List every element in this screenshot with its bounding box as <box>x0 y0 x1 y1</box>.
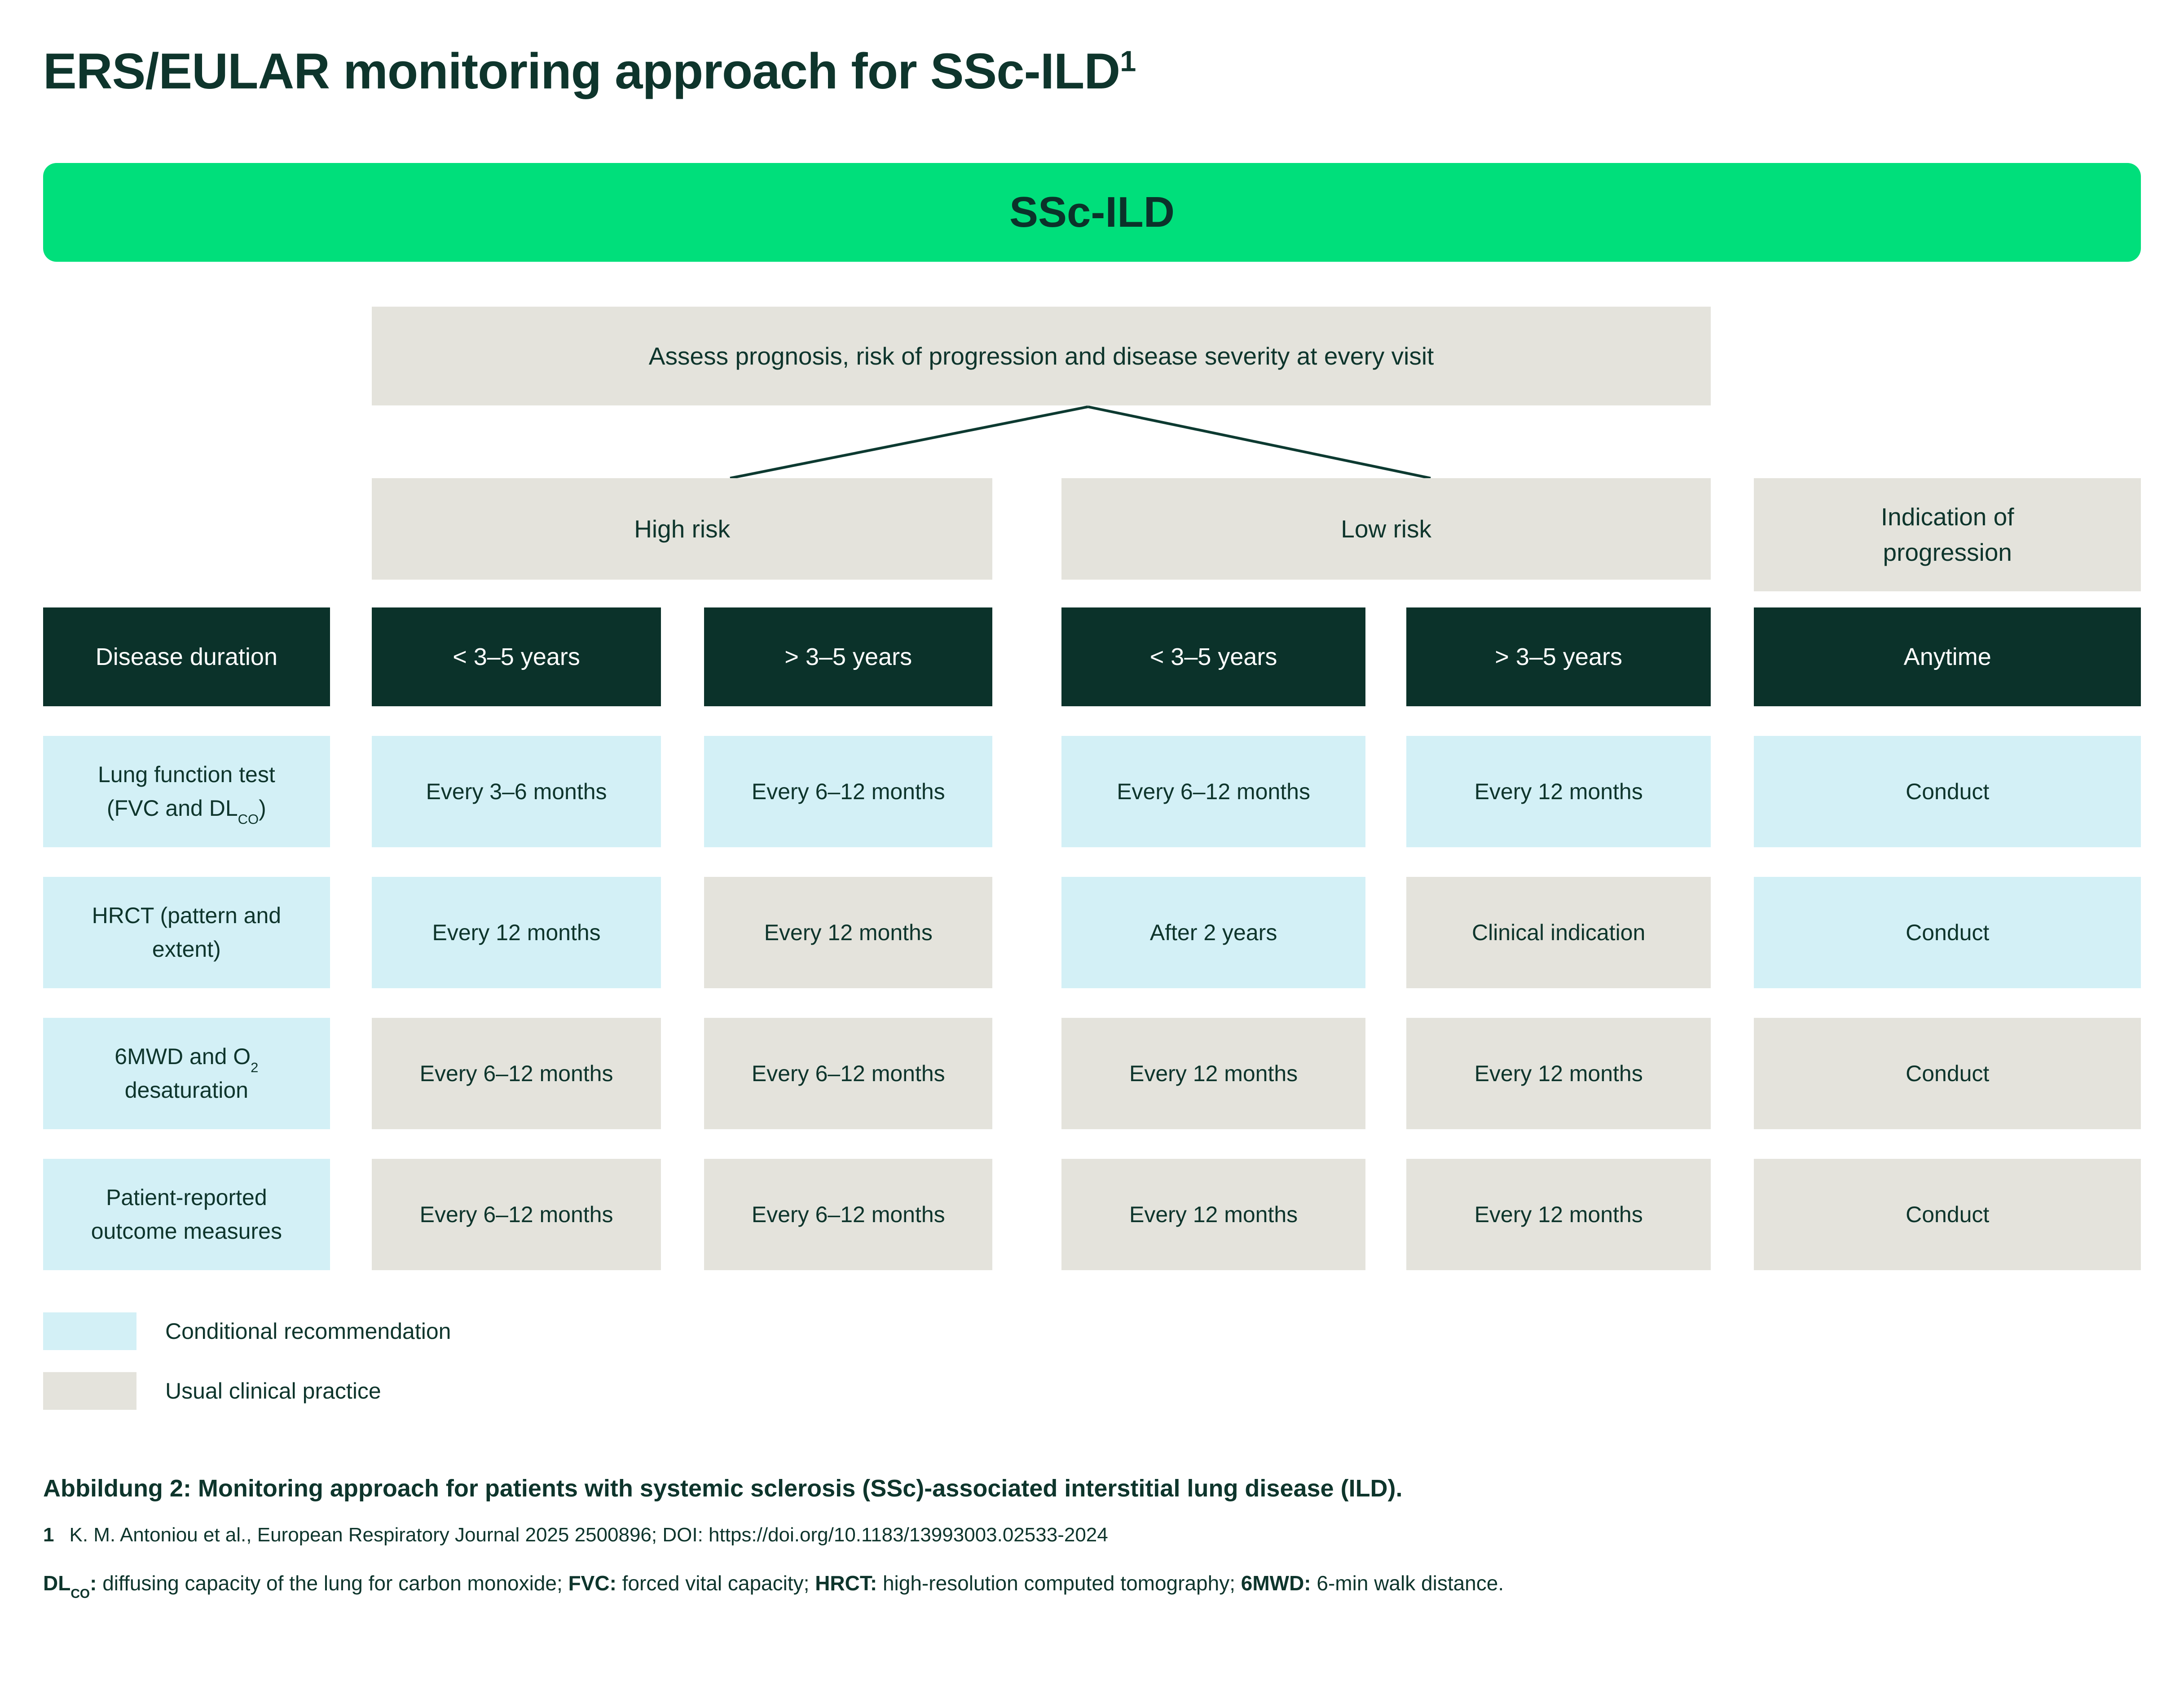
schedule-cell: Conduct <box>1754 877 2141 989</box>
abbrev-term-fvc: FVC: <box>568 1571 616 1595</box>
schedule-cell: Every 12 months <box>1406 1159 1711 1271</box>
schedule-cell: Every 12 months <box>1406 1018 1711 1130</box>
row-label-line1: 6MWD and O2 <box>114 1044 259 1076</box>
row-label-lung-function: Lung function test (FVC and DLCO) <box>43 736 330 848</box>
connector-line-high-risk <box>730 405 1088 479</box>
risk-group-low: Low risk <box>1061 478 1711 580</box>
schedule-cell: Every 6–12 months <box>704 1159 993 1271</box>
reference-marker: 1 <box>43 1524 54 1546</box>
abbrev-term-6mwd: 6MWD: <box>1241 1571 1311 1595</box>
schedule-cell: Conduct <box>1754 1159 2141 1271</box>
schedule-cell: Every 12 months <box>704 877 993 989</box>
schedule-cell: Conduct <box>1754 736 2141 848</box>
row-label-line2: (FVC and DLCO) <box>106 796 266 827</box>
column-header: > 3–5 years <box>1406 607 1711 707</box>
column-header: Anytime <box>1754 607 2141 707</box>
row-label-proms: Patient-reported outcome measures <box>43 1159 330 1271</box>
risk-group-progression-line1: Indication of <box>1880 502 2014 531</box>
connector-lines <box>730 405 1431 479</box>
row-label-line2: outcome measures <box>91 1219 282 1244</box>
table-row-hrct: HRCT (pattern and extent) Every 12 month… <box>43 877 2141 989</box>
page-title: ERS/EULAR monitoring approach for SSc-IL… <box>43 43 2141 99</box>
infographic-page: ERS/EULAR monitoring approach for SSc-IL… <box>0 43 2184 1601</box>
assess-row: Assess prognosis, risk of progression an… <box>43 307 2141 406</box>
row-label-line1: HRCT (pattern and <box>92 903 282 929</box>
legend-swatch-usual <box>43 1372 136 1410</box>
connector-line-low-risk <box>1088 405 1431 479</box>
reference-line: 1 K. M. Antoniou et al., European Respira… <box>43 1524 2141 1546</box>
schedule-cell: Every 6–12 months <box>704 1018 993 1130</box>
row-label-hrct: HRCT (pattern and extent) <box>43 877 330 989</box>
dlco-subscript: CO <box>238 811 259 827</box>
assess-box: Assess prognosis, risk of progression an… <box>372 307 1711 406</box>
legend-label: Conditional recommendation <box>165 1319 451 1344</box>
schedule-cell: Every 6–12 months <box>704 736 993 848</box>
risk-group-row: High risk Low risk Indication of progres… <box>43 478 2141 592</box>
legend-label: Usual clinical practice <box>165 1378 381 1404</box>
title-footnote-marker: 1 <box>1120 44 1136 78</box>
schedule-cell: Every 6–12 months <box>1061 736 1365 848</box>
row-label-line2: desaturation <box>124 1078 248 1103</box>
column-header: < 3–5 years <box>1061 607 1365 707</box>
abbreviations-line: DLCO: diffusing capacity of the lung for… <box>43 1569 2141 1601</box>
table-row-6mwd: 6MWD and O2 desaturation Every 6–12 mont… <box>43 1018 2141 1130</box>
abbrev-def-fvc: forced vital capacity; <box>616 1571 815 1595</box>
abbrev-term-hrct: HRCT: <box>815 1571 877 1595</box>
table-row-proms: Patient-reported outcome measures Every … <box>43 1159 2141 1271</box>
legend-swatch-conditional <box>43 1312 136 1351</box>
risk-group-progression-line2: progression <box>1883 538 2012 567</box>
schedule-cell: Every 12 months <box>372 877 661 989</box>
schedule-cell: Every 12 months <box>1406 736 1711 848</box>
dlco-subscript: CO <box>70 1586 90 1601</box>
risk-group-progression: Indication of progression <box>1754 478 2141 592</box>
schedule-cell: After 2 years <box>1061 877 1365 989</box>
row-label-line1: Patient-reported <box>106 1185 267 1210</box>
abbrev-def-6mwd: 6-min walk distance. <box>1311 1571 1504 1595</box>
schedule-cell: Conduct <box>1754 1018 2141 1130</box>
corner-header-disease-duration: Disease duration <box>43 607 330 707</box>
legend-item-usual: Usual clinical practice <box>43 1372 2141 1410</box>
row-label-line2: extent) <box>152 937 221 962</box>
legend: Conditional recommendation Usual clinica… <box>43 1312 2141 1410</box>
column-header: > 3–5 years <box>704 607 993 707</box>
abbrev-def-hrct: high-resolution computed tomography; <box>877 1571 1241 1595</box>
page-title-text: ERS/EULAR monitoring approach for SSc-IL… <box>43 43 1120 99</box>
row-label-6mwd: 6MWD and O2 desaturation <box>43 1018 330 1130</box>
row-label-line1: Lung function test <box>97 762 275 788</box>
schedule-cell: Every 3–6 months <box>372 736 661 848</box>
banner-label: SSc-ILD <box>1009 188 1175 237</box>
duration-header-row: Disease duration < 3–5 years > 3–5 years… <box>43 607 2141 707</box>
schedule-cell: Clinical indication <box>1406 877 1711 989</box>
schedule-cell: Every 12 months <box>1061 1159 1365 1271</box>
abbrev-term-dlco: DLCO: <box>43 1571 97 1601</box>
abbrev-def-dlco: diffusing capacity of the lung for carbo… <box>97 1571 568 1595</box>
schedule-cell: Every 6–12 months <box>372 1018 661 1130</box>
schedule-cell: Every 6–12 months <box>372 1159 661 1271</box>
reference-text: K. M. Antoniou et al., European Respirat… <box>69 1524 1108 1546</box>
ssc-ild-banner: SSc-ILD <box>43 163 2141 262</box>
legend-item-conditional: Conditional recommendation <box>43 1312 2141 1351</box>
risk-group-high: High risk <box>372 478 993 580</box>
schedule-cell: Every 12 months <box>1061 1018 1365 1130</box>
figure-caption: Abbildung 2: Monitoring approach for pat… <box>43 1475 1403 1502</box>
table-row-lung-function: Lung function test (FVC and DLCO) Every … <box>43 736 2141 848</box>
o2-subscript: 2 <box>251 1060 259 1076</box>
column-header: < 3–5 years <box>372 607 661 707</box>
